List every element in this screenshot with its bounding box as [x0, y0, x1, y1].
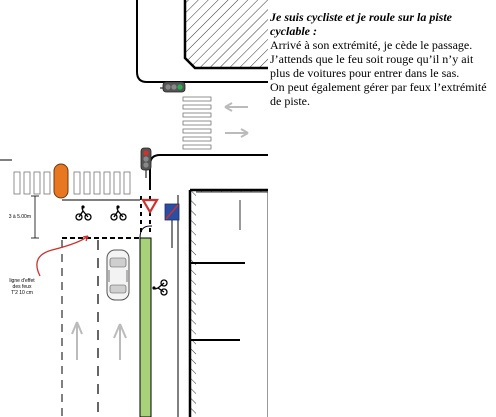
- traffic-light-icon: [53, 163, 69, 199]
- caption: Je suis cycliste et je roule sur la pist…: [270, 10, 492, 108]
- yield-sign-icon: [141, 198, 159, 215]
- caption-title: Je suis cycliste et je roule sur la pist…: [270, 10, 452, 38]
- building-top-right: [183, 0, 268, 70]
- caption-line-1: Arrivé à son extrémité, je cède le passa…: [270, 38, 473, 52]
- traffic-light-icon: [160, 81, 186, 93]
- building-bottom-right: [188, 188, 268, 417]
- no-parking-sign-icon: [164, 203, 180, 248]
- annotation-line-3: T'2 10 cm: [11, 290, 33, 296]
- traffic-light-icon: [140, 147, 152, 178]
- bicycle-icon: [110, 205, 127, 221]
- svg-text:des feux: des feux: [13, 284, 32, 290]
- caption-line-2: J’attends que le feu soit rouge qu’il n’…: [270, 52, 474, 80]
- svg-text:T'2 10 cm: T'2 10 cm: [11, 290, 33, 296]
- cycle-lane: [139, 237, 152, 417]
- lane-arrow-icon: [71, 321, 83, 360]
- annotation-line-2: des feux: [13, 284, 32, 290]
- lane-arrow-icon: [113, 323, 127, 360]
- bicycle-icon: [75, 205, 92, 221]
- crosswalk-top: [182, 96, 212, 150]
- lane-arrows-right: [224, 102, 249, 138]
- intersection-diagram: 3 à 5.00m: [0, 0, 268, 417]
- effect-line-annotation: ligne d'effet des feux T'2 10 cm: [9, 235, 89, 296]
- bicycle-icon: [152, 279, 168, 296]
- distance-label: 3 à 5.00m: [9, 214, 31, 220]
- car-icon: [106, 249, 130, 301]
- crosswalk-left: [13, 171, 131, 195]
- caption-line-3: On peut également gérer par feux l’extré…: [270, 80, 487, 108]
- svg-text:ligne d'effet: ligne d'effet: [9, 278, 35, 284]
- annotation-line-1: ligne d'effet: [9, 278, 35, 284]
- distance-marker: 3 à 5.00m: [9, 195, 39, 239]
